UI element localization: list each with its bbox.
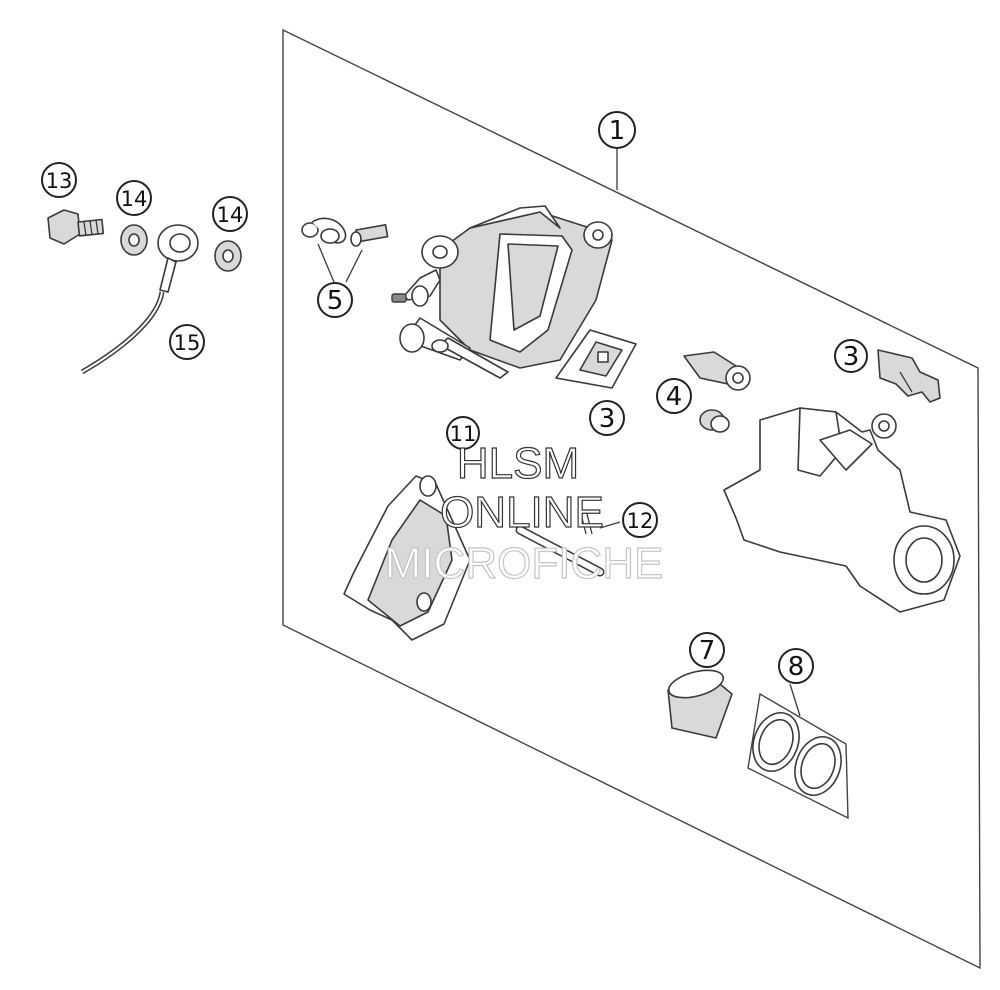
- callout-14-right: 14: [212, 196, 248, 232]
- guide-pin-bolt: [683, 351, 751, 391]
- bleeder-screw: [350, 223, 389, 247]
- assembly-frame: [282, 28, 981, 970]
- callout-3-top-right: 3: [834, 339, 868, 373]
- callout-4: 4: [656, 378, 692, 414]
- brake-caliper-body: [391, 205, 613, 379]
- brake-pad: [343, 475, 471, 641]
- svg-text:8: 8: [788, 652, 805, 682]
- banjo-fitting: [157, 224, 199, 293]
- svg-text:ONLINE: ONLINE: [440, 488, 604, 537]
- caliper-bracket: [723, 407, 961, 613]
- caliper-piston: [667, 669, 733, 739]
- pad-retaining-clip: [877, 349, 941, 403]
- svg-text:4: 4: [666, 382, 683, 412]
- svg-text:11: 11: [450, 422, 477, 446]
- svg-text:MICROFICHE: MICROFICHE: [385, 539, 664, 588]
- svg-text:7: 7: [699, 636, 716, 666]
- svg-text:15: 15: [174, 331, 201, 355]
- svg-text:HLSM: HLSM: [457, 439, 579, 488]
- callout-3-center: 3: [589, 400, 625, 436]
- svg-text:3: 3: [843, 342, 860, 372]
- washer-right: [214, 240, 242, 272]
- callout-7: 7: [689, 632, 725, 668]
- brake-line: [80, 291, 165, 375]
- callout-12: 12: [622, 502, 658, 538]
- watermark: HLSM ONLINE MICROFICHE: [384, 438, 664, 588]
- svg-text:12: 12: [627, 509, 654, 533]
- callout-11: 11: [446, 416, 480, 450]
- svg-text:13: 13: [46, 169, 73, 193]
- pad-spring-plate: [555, 329, 637, 389]
- pad-pin: [515, 509, 605, 577]
- callout-8: 8: [778, 648, 814, 684]
- seal-kit: [747, 692, 849, 820]
- callout-15: 15: [169, 324, 205, 360]
- svg-text:5: 5: [327, 286, 344, 316]
- callout-5: 5: [317, 282, 353, 318]
- svg-text:1: 1: [609, 116, 626, 146]
- svg-text:3: 3: [599, 404, 616, 434]
- svg-text:14: 14: [217, 203, 244, 227]
- callout-13: 13: [41, 162, 77, 198]
- callout-14-left: 14: [116, 180, 152, 216]
- callout-1: 1: [598, 111, 636, 149]
- banjo-bolt: [47, 209, 105, 245]
- bleeder-cap: [301, 217, 347, 244]
- washer-left: [120, 224, 148, 256]
- guide-pin-boot: [699, 409, 730, 433]
- svg-text:14: 14: [121, 187, 148, 211]
